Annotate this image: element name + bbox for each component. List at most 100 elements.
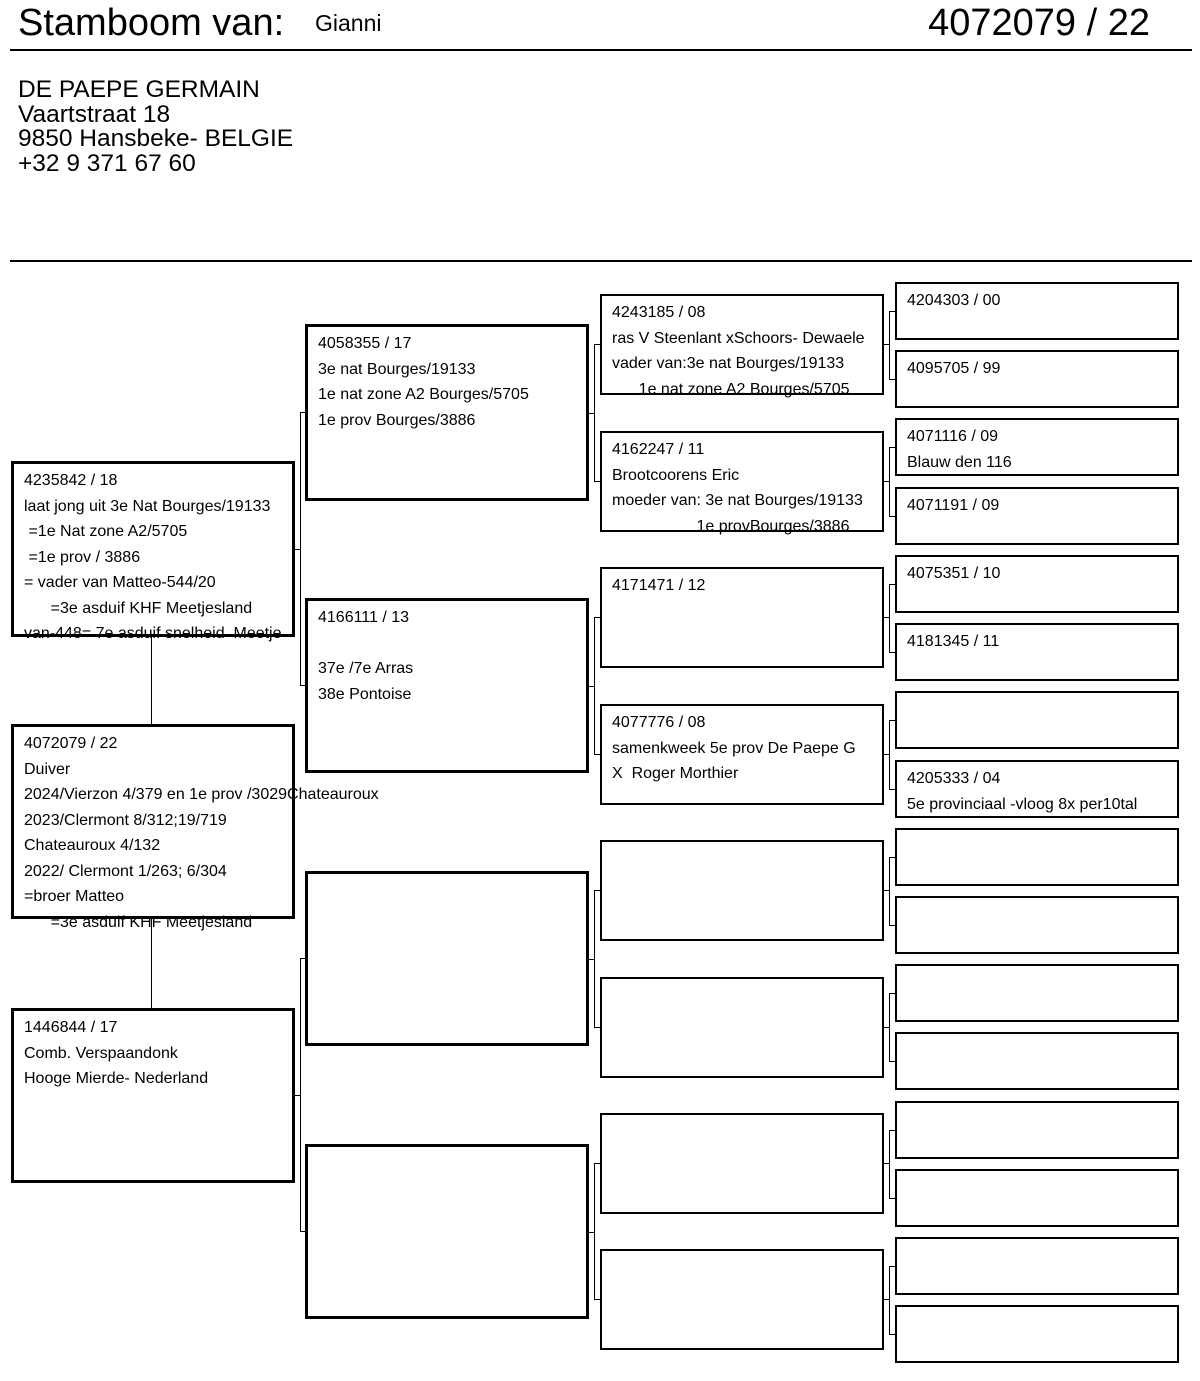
gen2-branch-vertical bbox=[594, 617, 595, 755]
gen3-box: 4162247 / 11 Brootcoorens Eric moeder va… bbox=[600, 431, 884, 535]
gen3-branch-vertical bbox=[889, 857, 890, 926]
owner-divider bbox=[10, 260, 1192, 262]
gen3-branch bbox=[884, 1027, 889, 1028]
gen4-box-text: 4071116 / 09 Blauw den 116 bbox=[907, 428, 1012, 471]
gen2-branch-top bbox=[594, 1163, 600, 1164]
gen3-branch bbox=[884, 1299, 889, 1300]
gen2-box bbox=[305, 871, 589, 1046]
dam-box: 1446844 / 17 Comb. Verspaandonk Hooge Mi… bbox=[11, 1008, 295, 1183]
gen2-branch bbox=[589, 685, 594, 687]
gen2-branch-vertical bbox=[594, 344, 595, 482]
gen4-box bbox=[895, 896, 1179, 954]
gen2-branch-bottom bbox=[594, 1027, 600, 1028]
gen4-box-text: 4205333 / 04 5e provinciaal -vloog 8x pe… bbox=[907, 770, 1138, 813]
gen3-box bbox=[600, 1113, 884, 1214]
dam-branch-vertical bbox=[300, 958, 301, 1232]
dam-branch-bottom bbox=[300, 1231, 305, 1232]
gen4-box-text: 4095705 / 99 bbox=[907, 360, 1001, 377]
dam-branch-top bbox=[300, 958, 305, 959]
gen2-branch-top bbox=[594, 344, 600, 345]
gen4-box bbox=[895, 1101, 1179, 1159]
sire-branch-bottom bbox=[300, 685, 305, 686]
gen3-branch-top bbox=[889, 447, 895, 448]
gen3-box-text: 4162247 / 11 Brootcoorens Eric moeder va… bbox=[612, 441, 863, 535]
gen3-branch-top bbox=[889, 1266, 895, 1267]
sire-subject-connector bbox=[151, 637, 152, 724]
gen3-branch-bottom bbox=[889, 516, 895, 517]
gen3-branch bbox=[884, 481, 889, 482]
gen2-branch-vertical bbox=[594, 1163, 595, 1300]
gen2-box-text: 4166111 / 13 37e /7e Arras 38e Pontoise bbox=[318, 609, 414, 703]
gen3-branch-bottom bbox=[889, 652, 895, 653]
gen3-box: 4171471 / 12 bbox=[600, 567, 884, 668]
gen2-branch-vertical bbox=[594, 890, 595, 1028]
gen4-box: 4204303 / 00 bbox=[895, 282, 1179, 340]
gen2-box bbox=[305, 1144, 589, 1319]
gen4-box-text: 4204303 / 00 bbox=[907, 292, 1001, 309]
gen4-box bbox=[895, 828, 1179, 886]
gen3-box: 4243185 / 08 ras V Steenlant xSchoors- D… bbox=[600, 294, 884, 398]
owner-city: 9850 Hansbeke- BELGIE bbox=[18, 125, 294, 152]
gen4-box: 4205333 / 04 5e provinciaal -vloog 8x pe… bbox=[895, 760, 1179, 818]
gen3-branch-top bbox=[889, 1130, 895, 1131]
pedigree-title: Stamboom van: bbox=[18, 2, 285, 44]
sire-branch-top bbox=[300, 412, 305, 413]
gen3-branch-top bbox=[889, 993, 895, 994]
gen2-branch-bottom bbox=[594, 1299, 600, 1300]
dam-branch bbox=[295, 1095, 300, 1096]
gen4-box: 4181345 / 11 bbox=[895, 623, 1179, 681]
gen4-box bbox=[895, 1305, 1179, 1363]
gen3-branch bbox=[884, 1163, 889, 1164]
gen4-box-text: 4071191 / 09 bbox=[907, 497, 1000, 514]
gen3-branch-vertical bbox=[889, 311, 890, 380]
gen3-box bbox=[600, 977, 884, 1078]
gen3-branch-bottom bbox=[889, 925, 895, 926]
owner-block: DE PAEPE GERMAIN Vaartstraat 18 9850 Han… bbox=[18, 77, 294, 177]
subject-dam-connector bbox=[151, 919, 152, 1008]
gen4-box bbox=[895, 1169, 1179, 1227]
gen4-box bbox=[895, 964, 1179, 1022]
gen3-branch-top bbox=[889, 720, 895, 721]
gen3-branch-top bbox=[889, 857, 895, 858]
gen4-box: 4071191 / 09 bbox=[895, 487, 1179, 545]
gen4-box-text: 4075351 / 10 bbox=[907, 565, 1001, 582]
sire-box-text: 4235842 / 18 laat jong uit 3e Nat Bourge… bbox=[24, 472, 282, 642]
gen2-box-text: 4058355 / 17 3e nat Bourges/19133 1e nat… bbox=[318, 335, 529, 429]
subject-box: 4072079 / 22 Duiver 2024/Vierzon 4/379 e… bbox=[11, 724, 379, 931]
gen3-box-text: 4077776 / 08 samenkweek 5e prov De Paepe… bbox=[612, 714, 856, 782]
gen4-box: 4095705 / 99 bbox=[895, 350, 1179, 408]
gen2-branch-top bbox=[594, 617, 600, 618]
gen4-box-text: 4181345 / 11 bbox=[907, 633, 1000, 650]
gen3-box-text: 4243185 / 08 ras V Steenlant xSchoors- D… bbox=[612, 304, 865, 398]
gen3-branch-top bbox=[889, 311, 895, 312]
gen3-branch-vertical bbox=[889, 720, 890, 790]
pigeon-name: Gianni bbox=[315, 10, 382, 36]
gen4-box: 4071116 / 09 Blauw den 116 bbox=[895, 418, 1179, 476]
gen3-branch-top bbox=[889, 584, 895, 585]
gen3-branch bbox=[884, 344, 889, 345]
gen3-branch-bottom bbox=[889, 1061, 895, 1062]
gen3-branch bbox=[884, 890, 889, 891]
gen2-branch bbox=[589, 1231, 594, 1233]
gen3-branch-bottom bbox=[889, 1198, 895, 1199]
gen3-box bbox=[600, 1249, 884, 1350]
gen3-box: 4077776 / 08 samenkweek 5e prov De Paepe… bbox=[600, 704, 884, 805]
gen3-branch-vertical bbox=[889, 584, 890, 653]
gen2-branch bbox=[589, 958, 594, 960]
sire-branch bbox=[295, 549, 300, 550]
owner-phone: +32 9 371 67 60 bbox=[18, 149, 196, 177]
gen3-branch-vertical bbox=[889, 1266, 890, 1335]
owner-street: Vaartstraat 18 bbox=[18, 100, 171, 128]
gen2-branch bbox=[589, 412, 594, 414]
top-divider bbox=[10, 49, 1192, 51]
sire-branch-vertical bbox=[300, 412, 301, 686]
gen3-branch-vertical bbox=[889, 447, 890, 517]
gen3-branch-vertical bbox=[889, 1130, 890, 1199]
gen3-box-text: 4171471 / 12 bbox=[612, 577, 706, 594]
gen4-box: 4075351 / 10 bbox=[895, 555, 1179, 613]
gen3-branch bbox=[884, 617, 889, 618]
gen2-branch-bottom bbox=[594, 481, 600, 482]
sire-box: 4235842 / 18 laat jong uit 3e Nat Bourge… bbox=[11, 461, 295, 642]
gen2-box: 4166111 / 13 37e /7e Arras 38e Pontoise bbox=[305, 598, 589, 773]
gen4-box bbox=[895, 691, 1179, 749]
